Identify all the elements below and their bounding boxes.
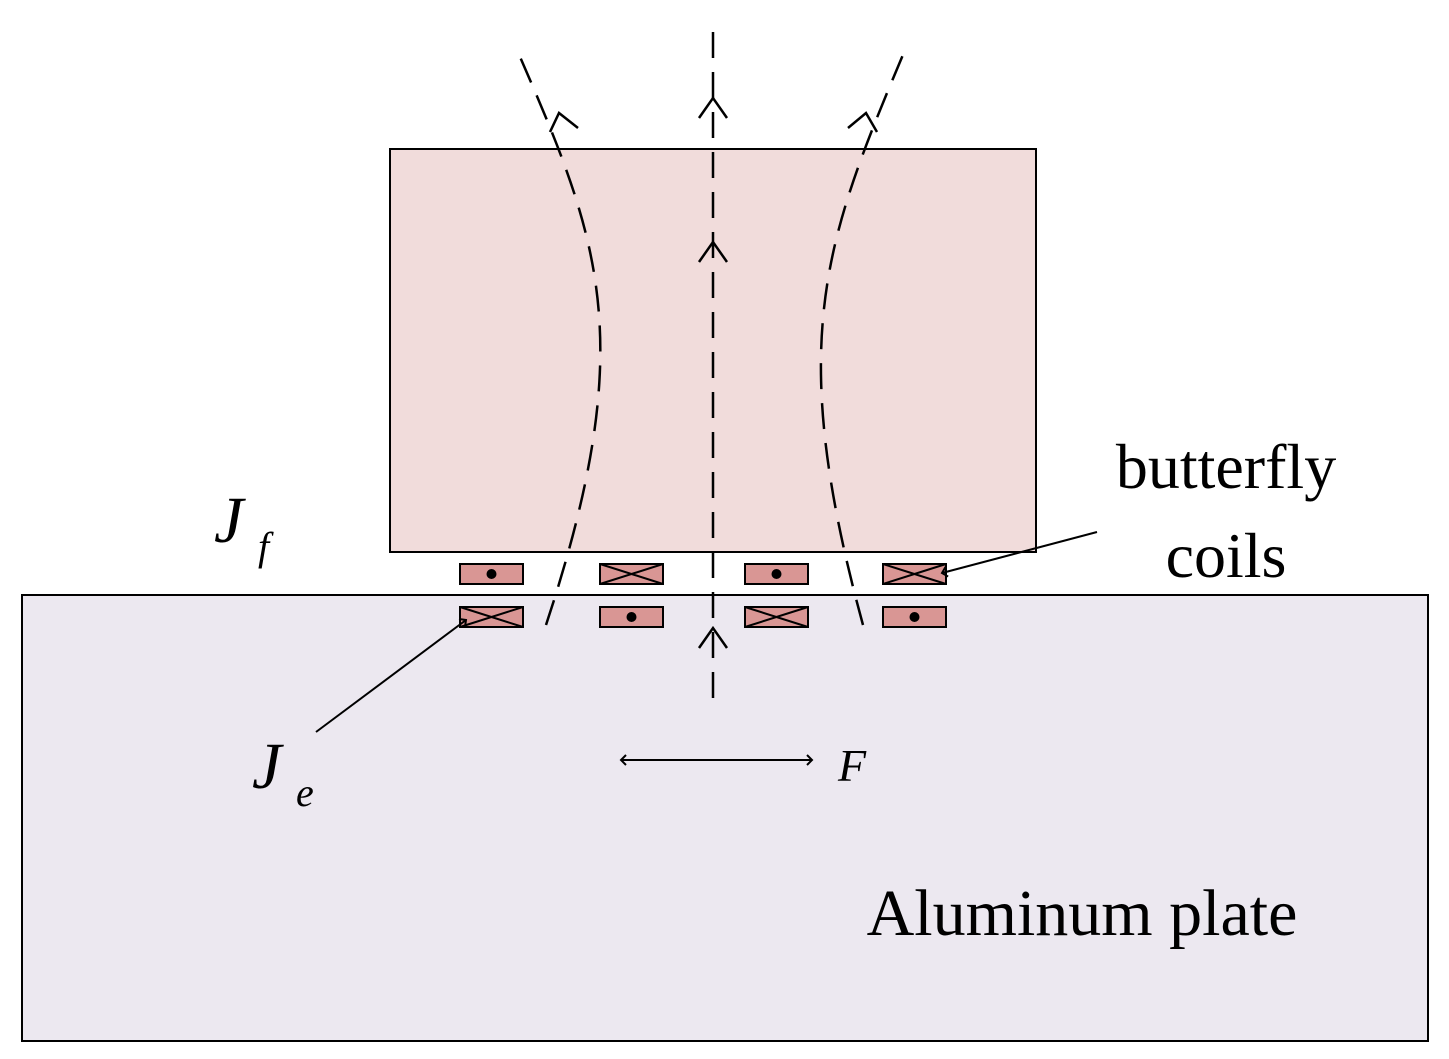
coil-cross: [459, 606, 524, 628]
field-line-right: [819, 49, 907, 626]
field-lines: [515, 32, 907, 712]
coils-upper-row: [459, 563, 947, 585]
arrow-center-bottom: [697, 625, 729, 649]
force-label: F: [837, 740, 867, 791]
coil-dot: [599, 606, 664, 628]
leader-line-butterfly: [940, 531, 1098, 578]
butterfly-label-line1: butterfly: [1116, 431, 1336, 502]
field-line-left: [515, 49, 602, 626]
field-arrows: [548, 95, 879, 649]
coil-dot: [744, 563, 809, 585]
aluminum-plate-label: Aluminum plate: [867, 877, 1298, 950]
coil-dot: [459, 563, 524, 585]
jf-label-main: J: [214, 484, 246, 557]
arrow-center-top: [697, 95, 729, 119]
je-label-sub: e: [296, 770, 314, 815]
coils-lower-row: [459, 606, 947, 628]
je-label-main: J: [252, 730, 284, 803]
coil-cross: [599, 563, 664, 585]
arrow-center-mid: [697, 239, 729, 263]
coil-cross: [744, 606, 809, 628]
coil-dot: [882, 606, 947, 628]
arrow-left: [548, 111, 579, 133]
arrow-right: [847, 111, 879, 133]
aluminum-plate: [21, 594, 1429, 1042]
jf-label-sub: f: [258, 524, 274, 569]
butterfly-label-line2: coils: [1166, 520, 1287, 591]
coil-cross: [882, 563, 947, 585]
leader-line-je: [315, 617, 468, 733]
